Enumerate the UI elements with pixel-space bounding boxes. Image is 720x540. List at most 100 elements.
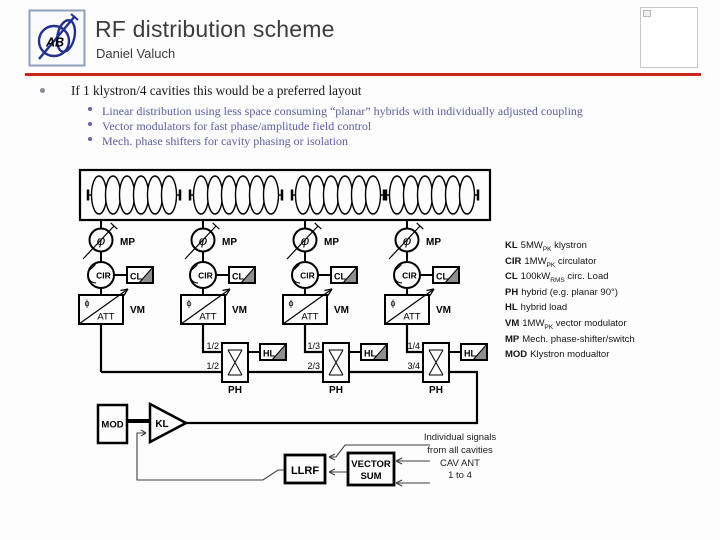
phi-symbol: φ	[199, 233, 208, 248]
mech-phase-shifter: φ MP	[82, 222, 135, 260]
bullet-dot	[88, 107, 92, 111]
att-label: ATT	[199, 312, 216, 323]
circulator-load: CL	[432, 266, 460, 284]
hybrid-load: HL	[360, 343, 388, 361]
bullet-sub: Mech. phase shifters for cavity phasing …	[102, 133, 348, 148]
cern-ab-logo: AB	[28, 9, 86, 67]
phi-symbol: ϕ	[390, 298, 395, 308]
cir-label: CIR	[96, 271, 111, 281]
vector-sum-box: VECTOR SUM	[346, 451, 396, 487]
hl-label: HL	[464, 349, 476, 359]
vm-label: VM	[334, 305, 349, 316]
vector-sum-label: VECTOR	[351, 459, 391, 470]
mech-phase-shifter: φ MP	[388, 222, 441, 260]
annotation-line: from all cavities	[427, 444, 493, 456]
ph-label: PH	[429, 385, 443, 396]
ph-label: PH	[228, 385, 242, 396]
vector-modulator: ϕ ATT VM	[78, 288, 145, 325]
port-label: 3/4	[407, 361, 420, 371]
port-label: 1/4	[407, 341, 420, 351]
placeholder-image-box	[640, 7, 698, 68]
klystron-amp: KL	[148, 401, 189, 445]
mp-label: MP	[120, 237, 135, 248]
cl-label: CL	[130, 272, 142, 282]
kl-label: KL	[155, 419, 168, 430]
vector-modulator: ϕ ATT VM	[282, 288, 349, 325]
port-label: 2/3	[307, 361, 320, 371]
page-title: RF distribution scheme	[95, 16, 335, 42]
branch-3: φ MP CIR CL	[282, 220, 358, 354]
cavity-4	[384, 175, 480, 215]
bullet-main: If 1 klystron/4 cavities this would be a…	[71, 83, 362, 98]
hybrid-ph2: PH 1/3 2/3 HL	[307, 341, 388, 396]
header-divider	[25, 73, 701, 76]
mod-box: MOD	[96, 403, 129, 445]
cavity-3	[290, 175, 386, 215]
logo-tick	[70, 13, 79, 21]
att-label: ATT	[97, 312, 114, 323]
page-subtitle: Daniel Valuch	[96, 46, 176, 61]
hybrid-load: HL	[259, 343, 287, 361]
cavity-string-box	[78, 168, 492, 222]
annotation-line: Individual signals	[423, 432, 497, 443]
phi-symbol: φ	[301, 233, 310, 248]
hl-label: HL	[364, 349, 376, 359]
mp-label: MP	[324, 237, 339, 248]
cir-label: CIR	[300, 271, 315, 281]
annotation-line: 1 to 4	[448, 470, 472, 482]
hybrid-ph3: PH 1/4 3/4 HL	[407, 341, 488, 396]
llrf-box: LLRF	[283, 453, 327, 485]
port-label: 1/2	[206, 341, 219, 351]
vector-modulator: ϕ ATT VM	[384, 288, 451, 325]
bullet-dot	[40, 88, 45, 93]
att-label: ATT	[301, 312, 318, 323]
llrf-label: LLRF	[291, 465, 319, 477]
branch-2: φ MP CIR CL	[180, 220, 256, 354]
feedback-lines	[136, 429, 430, 487]
bullet-dot	[88, 122, 92, 126]
hybrid-load: HL	[460, 343, 488, 361]
mod-label: MOD	[101, 420, 123, 431]
cl-label: CL	[334, 272, 346, 282]
vector-modulator: ϕ ATT VM	[180, 288, 247, 325]
vector-sum-label: SUM	[360, 471, 381, 482]
circulator-load: CL	[126, 266, 154, 284]
bullet-sub: Linear distribution using less space con…	[102, 103, 583, 118]
circulator: CIR	[291, 261, 319, 289]
phi-symbol: ϕ	[288, 298, 293, 308]
annotation-line: CAV ANT	[440, 457, 480, 469]
circulator: CIR	[393, 261, 421, 289]
hybrid-ph1: PH 1/2 1/2 HL	[206, 341, 287, 396]
logo-diagonal	[38, 15, 76, 60]
vm-label: VM	[130, 305, 145, 316]
cir-label: CIR	[402, 271, 417, 281]
cavity-signals-annotation: Individual signals from all cavities CAV…	[412, 432, 508, 483]
bullet-dot	[88, 137, 92, 141]
main-rf-line	[101, 370, 479, 425]
phi-symbol: φ	[403, 233, 412, 248]
mech-phase-shifter: φ MP	[286, 222, 339, 260]
logo-text: AB	[45, 36, 64, 50]
circulator: CIR	[189, 261, 217, 289]
cl-label: CL	[232, 272, 244, 282]
cavity-2	[188, 175, 284, 215]
bullet-sub: Vector modulators for fast phase/amplitu…	[102, 118, 372, 133]
ph-label: PH	[329, 385, 343, 396]
cir-label: CIR	[198, 271, 213, 281]
branch-1: φ MP CIR CL	[78, 220, 154, 372]
phi-symbol: ϕ	[186, 298, 191, 308]
vm-label: VM	[232, 305, 247, 316]
circulator: CIR	[87, 261, 115, 289]
circulator-load: CL	[228, 266, 256, 284]
port-label: 1/3	[307, 341, 320, 351]
att-label: ATT	[403, 312, 420, 323]
branch-4: φ MP CIR CL	[384, 220, 460, 354]
cavity-1	[86, 175, 182, 215]
